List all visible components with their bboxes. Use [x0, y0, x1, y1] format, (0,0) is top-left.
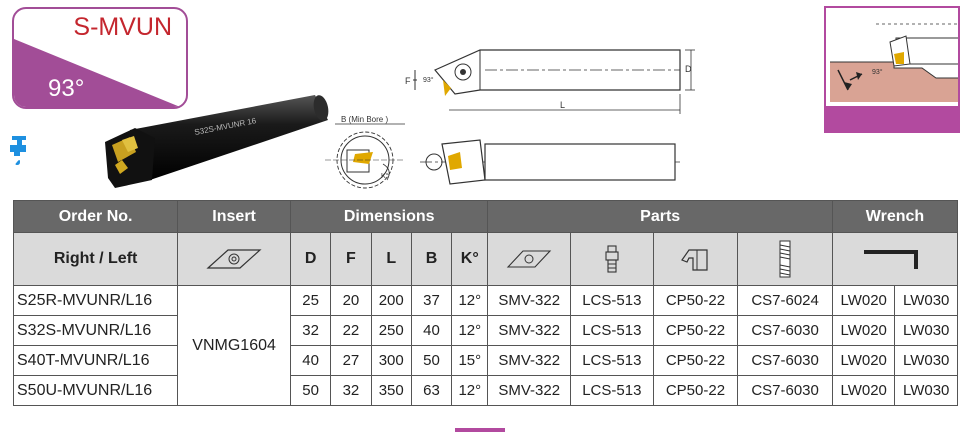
table-row: S25R-MVUNR/L16 VNMG1604 25 20 200 37 12°…	[12, 285, 958, 406]
cell-order: S25R-MVUNR/L16	[12, 285, 179, 316]
tool-photo: S32S-MVUNR 16	[105, 95, 329, 188]
cell-l: 350	[370, 375, 412, 406]
cell-order: S40T-MVUNR/L16	[12, 345, 179, 376]
col-group-parts: Parts	[487, 200, 833, 233]
cell-k: 12°	[451, 375, 489, 406]
col-part-clamp-screw	[737, 232, 833, 286]
cell-clamp-screw: CS7-6024	[737, 285, 833, 316]
cell-b: 40	[410, 315, 453, 346]
cell-screw: LCS-513	[570, 285, 654, 316]
svg-text:D: D	[685, 64, 692, 74]
badge-angle: 93°	[48, 75, 85, 102]
col-d: D	[289, 232, 332, 286]
cell-clamp: CP50-22	[652, 315, 739, 346]
cell-d: 25	[289, 285, 332, 316]
hex-wrench-icon	[863, 250, 918, 269]
cell-clamp-screw: CS7-6030	[737, 345, 833, 376]
svg-text:F: F	[405, 76, 411, 86]
cell-clamp-screw: CS7-6030	[737, 375, 833, 406]
cell-b: 37	[410, 285, 453, 316]
col-group-order: Order No.	[12, 200, 179, 233]
cell-clamp: CP50-22	[652, 345, 739, 376]
col-part-clamp	[652, 232, 739, 286]
boring-diagram: 93°	[826, 23, 958, 131]
cell-screw: LCS-513	[570, 375, 654, 406]
top-view-drawing: F 93° D L	[405, 49, 695, 114]
col-l: L	[370, 232, 412, 286]
badge-triangle	[14, 39, 181, 107]
cell-clamp: CP50-22	[652, 375, 739, 406]
cell-screw: LCS-513	[570, 315, 654, 346]
col-f: F	[330, 232, 372, 286]
clamp-screw-icon	[779, 240, 791, 278]
cell-order: S50U-MVUNR/L16	[12, 375, 179, 406]
badge-code: S-MVUN	[73, 13, 172, 41]
cell-wrench2: LW030	[894, 315, 958, 346]
cell-d: 50	[289, 375, 332, 406]
spec-table: Order No. Insert Dimensions Parts Wrench…	[12, 200, 959, 406]
col-insert-shape	[177, 232, 291, 286]
cell-clamp-screw: CS7-6030	[737, 315, 833, 346]
cell-insert-part: SMV-322	[487, 315, 572, 346]
lock-screw-icon	[605, 245, 619, 273]
cell-d: 32	[289, 315, 332, 346]
cell-k: 12°	[451, 285, 489, 316]
cell-k: 15°	[451, 345, 489, 376]
cell-insert-part: SMV-322	[487, 285, 572, 316]
table-row: S32S-MVUNR/L16 32 22 250 40 12° SMV-322 …	[12, 315, 958, 346]
table-row: S50U-MVUNR/L16 50 32 350 63 12° SMV-322 …	[12, 375, 958, 406]
cell-clamp: CP50-22	[652, 285, 739, 316]
svg-text:93°: 93°	[872, 68, 883, 76]
clamp-icon	[681, 249, 709, 271]
table-row: S40T-MVUNR/L16 40 27 300 50 15° SMV-322 …	[12, 345, 958, 376]
col-group-dimensions: Dimensions	[289, 200, 489, 233]
cell-wrench1: LW020	[831, 285, 896, 316]
cell-k: 12°	[451, 315, 489, 346]
boring-operation-inset: 93°	[824, 6, 960, 133]
col-part-screw	[570, 232, 654, 286]
footer-accent	[455, 428, 505, 432]
cell-f: 27	[330, 345, 372, 376]
cell-insert-part: SMV-322	[487, 345, 572, 376]
cell-f: 32	[330, 375, 372, 406]
cell-screw: LCS-513	[570, 345, 654, 376]
col-part-insert	[487, 232, 572, 286]
product-badge: S-MVUN 93°	[12, 7, 188, 109]
cell-l: 300	[370, 345, 412, 376]
cell-l: 250	[370, 315, 412, 346]
cell-insert-part: SMV-322	[487, 375, 572, 406]
col-b: B	[410, 232, 453, 286]
cell-wrench2: LW030	[894, 345, 958, 376]
svg-text:K°: K°	[381, 172, 389, 180]
coolant-tap-icon	[10, 136, 26, 165]
svg-text:L: L	[560, 100, 565, 110]
cell-l: 200	[370, 285, 412, 316]
cell-order: S32S-MVUNR/L16	[12, 315, 179, 346]
svg-text:93°: 93°	[423, 76, 434, 84]
cell-d: 40	[289, 345, 332, 376]
cell-wrench2: LW030	[894, 375, 958, 406]
cell-f: 22	[330, 315, 372, 346]
cell-wrench1: LW020	[831, 345, 896, 376]
cell-f: 20	[330, 285, 372, 316]
cell-wrench1: LW020	[831, 315, 896, 346]
cell-wrench2: LW030	[894, 285, 958, 316]
side-view-drawing	[420, 139, 680, 185]
rhombic-insert-icon	[206, 249, 262, 269]
cell-insert: VNMG1604	[177, 285, 291, 406]
cell-b: 63	[410, 375, 453, 406]
col-k: K°	[451, 232, 489, 286]
col-right-left: Right / Left	[12, 232, 179, 286]
shim-insert-icon	[506, 250, 552, 268]
end-view-drawing: B (Min Bore ) K°	[325, 115, 405, 189]
col-wrench	[831, 232, 959, 286]
svg-text:B (Min Bore ): B (Min Bore )	[341, 115, 388, 124]
col-group-insert: Insert	[177, 200, 291, 233]
col-group-wrench: Wrench	[831, 200, 959, 233]
cell-b: 50	[410, 345, 453, 376]
cell-wrench1: LW020	[831, 375, 896, 406]
